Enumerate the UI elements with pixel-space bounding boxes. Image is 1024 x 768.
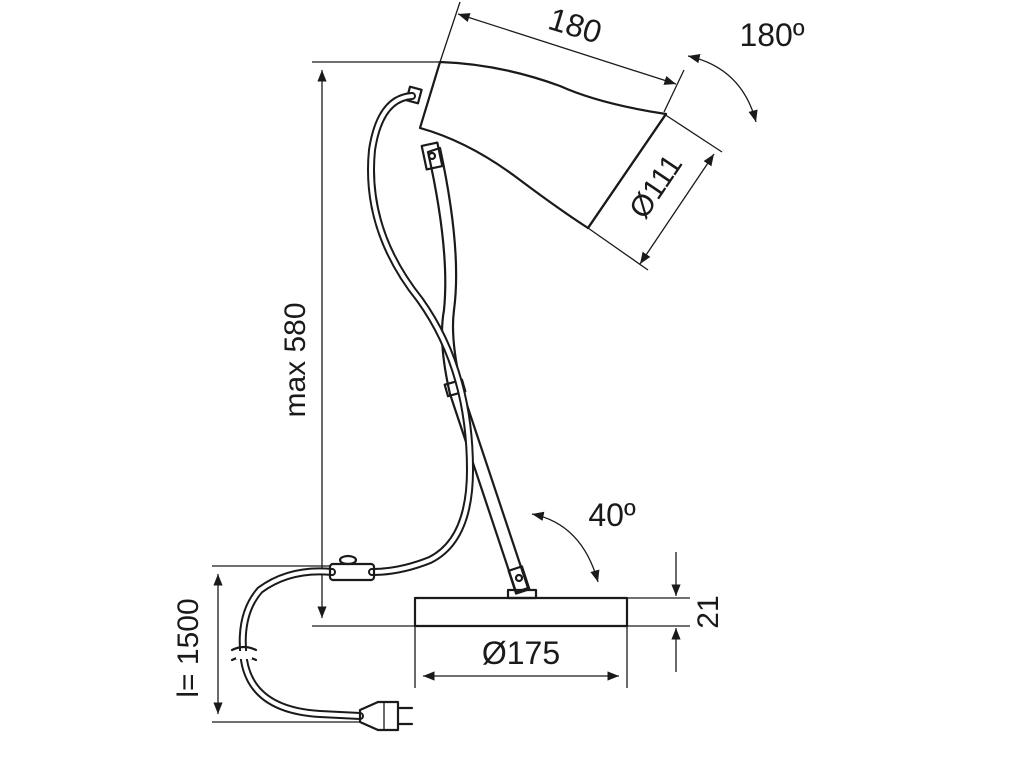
power-cord xyxy=(230,92,474,720)
arm-tilt-indicator: 40º xyxy=(531,497,636,583)
base-diameter-label: Ø175 xyxy=(482,635,560,671)
max-height-label: max 580 xyxy=(279,302,312,417)
shade-diameter-dimension: Ø111 xyxy=(587,113,723,271)
base-height-dimension: 21 xyxy=(627,552,725,672)
shade-length-dimension: 180 xyxy=(439,0,685,113)
head-rotation-indicator: 180º xyxy=(687,17,805,123)
shade-length-label: 180 xyxy=(544,0,606,50)
head-rotation-label: 180º xyxy=(739,17,804,53)
arm-tilt-label: 40º xyxy=(588,497,636,533)
base-height-label: 21 xyxy=(692,595,725,628)
base-diameter-dimension: Ø175 xyxy=(414,626,628,688)
cord-length-dimension: l= 1500 xyxy=(172,565,360,723)
max-height-dimension: max 580 xyxy=(279,61,440,627)
cord-switch xyxy=(328,554,376,582)
power-plug xyxy=(358,700,414,732)
lamp-arm xyxy=(420,141,531,595)
lamp-base xyxy=(413,588,629,628)
cord-length-label: l= 1500 xyxy=(172,598,205,697)
